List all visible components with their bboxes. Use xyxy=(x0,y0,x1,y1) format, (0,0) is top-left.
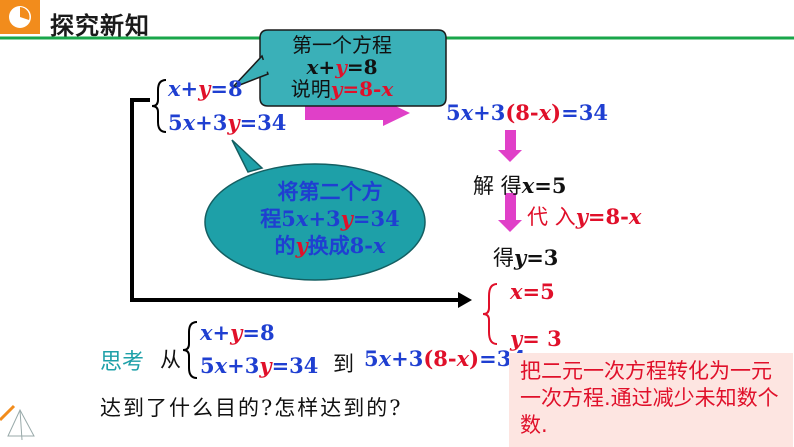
paren-open: (8- xyxy=(505,100,539,125)
op-plus: + xyxy=(318,55,336,79)
eq-rest: =34 xyxy=(271,353,319,378)
var-x: x xyxy=(295,206,309,231)
var-x: x xyxy=(460,100,474,125)
coef: 5 xyxy=(364,346,379,371)
var-x: x xyxy=(306,55,319,79)
text: 程5 xyxy=(260,206,296,231)
eq-rest: =34 xyxy=(239,110,287,135)
var-x: x xyxy=(456,346,470,371)
eq-rest: =8 xyxy=(346,55,378,79)
step-label: 代 入 xyxy=(527,205,576,229)
step-substitute: 代 入y=8-x xyxy=(527,201,641,231)
ellipse-line3: 的y换成8-x xyxy=(250,232,410,259)
var-x: x xyxy=(200,320,213,345)
var-x: x xyxy=(378,346,392,371)
solution-y: y= 3 xyxy=(510,326,562,351)
var-y: y xyxy=(510,326,523,351)
paren-open: (8- xyxy=(423,346,457,371)
var-x: x xyxy=(168,76,181,101)
var-y: y xyxy=(330,77,343,101)
text: +3 xyxy=(308,206,341,231)
think-from: 从 xyxy=(160,348,181,372)
paren-close: ) xyxy=(551,100,562,125)
coef: 5 xyxy=(446,100,461,125)
var-y: y xyxy=(575,204,588,229)
system-eq2: 5x+3y=34 xyxy=(168,110,286,135)
callout-top: 第一个方程 x+y=8 说明y=8-x xyxy=(262,34,422,100)
system-eq1: x+y=8 xyxy=(168,76,243,101)
step-get: 得y=3 xyxy=(493,242,558,272)
paren-close: ) xyxy=(469,346,480,371)
coef: 5 xyxy=(168,110,183,135)
think-target: 5x+3(8-x)=34 xyxy=(364,346,526,371)
var-x: x xyxy=(538,100,552,125)
coef: 5 xyxy=(200,353,215,378)
think-eq2: 5x+3y=34 xyxy=(200,353,318,378)
coef: +3 xyxy=(195,110,228,135)
step-label: 解 得 xyxy=(473,174,522,198)
callout-top-line3: 说明y=8-x xyxy=(262,78,422,100)
var-x: x xyxy=(381,77,394,101)
think-eq1: x+y=8 xyxy=(200,320,275,345)
callout-top-line2: x+y=8 xyxy=(262,56,422,78)
var-y: y xyxy=(295,233,308,258)
var-y: y xyxy=(230,320,243,345)
solution-value: = 3 xyxy=(522,326,562,351)
var-x: x xyxy=(182,110,196,135)
think-to: 到 xyxy=(333,352,354,376)
var-x: x xyxy=(510,279,523,304)
eq-rest: =8- xyxy=(342,77,382,101)
var-y: y xyxy=(335,55,347,79)
coef: +3 xyxy=(227,353,260,378)
var-y: y xyxy=(198,76,211,101)
explain-label: 说明 xyxy=(290,77,331,101)
var-x: x xyxy=(628,204,642,229)
text: 的 xyxy=(274,233,296,258)
question-text: 达到了什么目的?怎样达到的? xyxy=(100,396,403,420)
step-value: =3 xyxy=(526,245,559,270)
eq-rest: =8 xyxy=(210,76,243,101)
step-solve: 解 得x=5 xyxy=(473,170,566,200)
note-box xyxy=(509,353,793,447)
var-y: y xyxy=(259,353,272,378)
var-x: x xyxy=(373,233,386,258)
text: 换成8- xyxy=(307,233,373,258)
step-value: =8- xyxy=(587,204,629,229)
note-text: 把二元一次方程转化为一元一次方程.通过减少未知数个数. xyxy=(520,359,779,437)
eq-rest: =8 xyxy=(242,320,275,345)
coef: +3 xyxy=(391,346,424,371)
var-y: y xyxy=(514,245,527,270)
var-x: x xyxy=(214,353,228,378)
ellipse-line2: 程5x+3y=34 xyxy=(250,205,410,232)
solution-x: x=5 xyxy=(510,279,555,304)
substituted-equation: 5x+3(8-x)=34 xyxy=(446,100,608,125)
step-value: =5 xyxy=(534,173,567,198)
var-y: y xyxy=(227,110,240,135)
step-label: 得 xyxy=(493,246,514,270)
solution-value: =5 xyxy=(522,279,555,304)
eq-rest: =34 xyxy=(561,100,608,125)
op-plus: + xyxy=(212,320,231,345)
op-plus: + xyxy=(180,76,199,101)
callout-top-line1: 第一个方程 xyxy=(292,33,392,57)
coef: +3 xyxy=(473,100,506,125)
page-title: 探究新知 xyxy=(50,12,150,40)
ellipse-line1: 将第二个方 xyxy=(277,179,383,204)
text: =34 xyxy=(352,206,400,231)
var-y: y xyxy=(340,206,353,231)
callout-ellipse: 将第二个方 程5x+3y=34 的y换成8-x xyxy=(250,178,410,259)
think-label: 思考 xyxy=(100,350,145,375)
var-x: x xyxy=(521,173,535,198)
